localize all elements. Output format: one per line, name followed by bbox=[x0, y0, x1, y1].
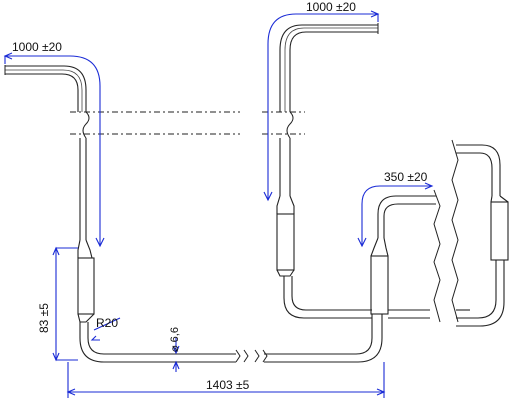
right-sleeve bbox=[370, 237, 389, 322]
dim-radius-label: R20 bbox=[96, 316, 118, 330]
left-lead-wire bbox=[4, 65, 87, 240]
heating-element-bottom bbox=[79, 322, 383, 363]
right-break-region bbox=[433, 139, 459, 323]
dim-lead-right-label: 350 ±20 bbox=[384, 170, 428, 184]
dim-height-label: 83 ±5 bbox=[37, 303, 51, 333]
dim-total-length-label: 1403 ±5 bbox=[206, 378, 250, 392]
dim-diameter: ⌀ 6,6 bbox=[169, 327, 181, 372]
left-sleeve bbox=[77, 239, 95, 323]
dim-lead-top: 1000 ±20 bbox=[263, 0, 380, 202]
dim-height: 83 ±5 bbox=[37, 246, 78, 362]
far-right-element bbox=[456, 144, 509, 327]
dim-radius: R20 bbox=[90, 316, 121, 341]
top-lead-wire bbox=[279, 23, 379, 196]
right-lead-and-loop bbox=[283, 195, 436, 319]
dim-diameter-label: ⌀ 6,6 bbox=[169, 327, 181, 352]
dim-total-length: 1403 ±5 bbox=[66, 362, 386, 398]
dim-lead-right: 350 ±20 bbox=[357, 170, 434, 248]
middle-sleeve bbox=[276, 195, 295, 277]
dim-lead-left-label: 1000 ±20 bbox=[12, 40, 62, 54]
dim-lead-top-label: 1000 ±20 bbox=[306, 0, 356, 14]
break-lines bbox=[70, 111, 305, 139]
dim-lead-left: 1000 ±20 bbox=[3, 40, 105, 248]
